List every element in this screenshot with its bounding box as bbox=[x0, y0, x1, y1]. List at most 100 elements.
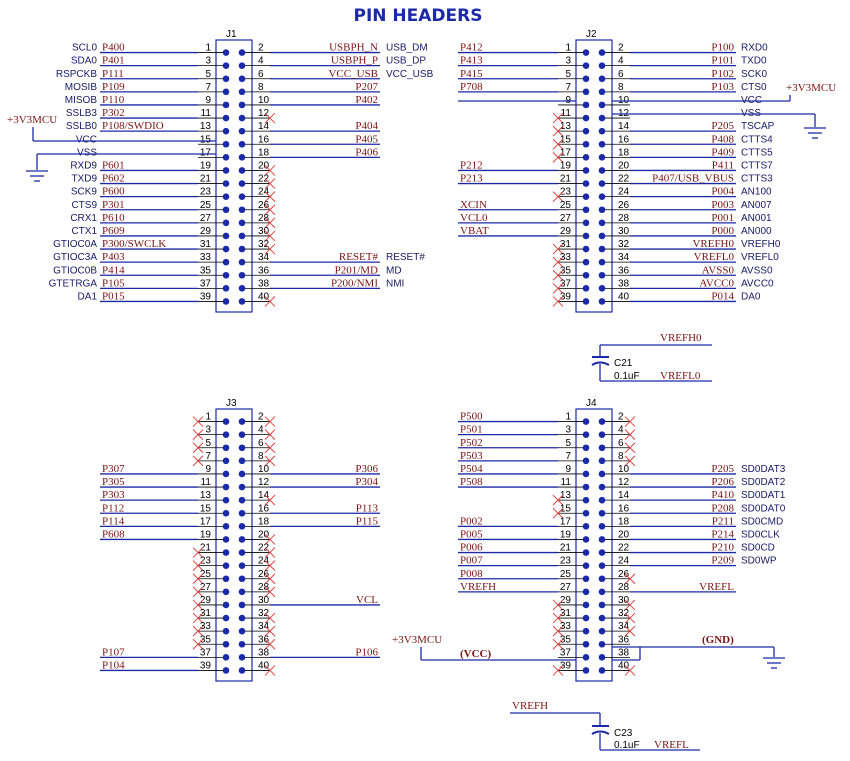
pin-pad bbox=[222, 667, 230, 674]
net-label: VCL bbox=[356, 594, 378, 606]
net-label: P708 bbox=[460, 81, 483, 93]
no-connect-mark bbox=[552, 665, 564, 676]
net-label: P508 bbox=[460, 476, 483, 488]
pin-pad bbox=[582, 536, 590, 543]
pin-number: 3 bbox=[205, 425, 211, 436]
pin-pad bbox=[222, 127, 230, 135]
pin-number: 32 bbox=[618, 239, 630, 250]
no-connect-mark bbox=[264, 612, 276, 624]
pin-number: 22 bbox=[258, 174, 270, 185]
pin-number: 18 bbox=[618, 516, 630, 527]
pin-pad bbox=[598, 271, 606, 279]
header-body bbox=[575, 39, 613, 313]
c23-top-net: VREFH bbox=[512, 700, 548, 712]
pin-number: 37 bbox=[200, 647, 212, 658]
no-connect-mark bbox=[552, 625, 564, 637]
pin-number: 13 bbox=[200, 490, 212, 501]
pin-pad bbox=[222, 601, 230, 609]
net-label: P415 bbox=[460, 68, 483, 80]
net-label: P201/MD bbox=[335, 264, 378, 276]
pin-pad bbox=[222, 418, 230, 425]
pin-pad bbox=[238, 627, 246, 635]
pin-number: 27 bbox=[560, 213, 572, 224]
pin-pad bbox=[598, 483, 606, 491]
pin-number: 19 bbox=[560, 160, 572, 171]
pin-number: 34 bbox=[258, 621, 270, 632]
pin-pad bbox=[222, 627, 230, 635]
pin-pad bbox=[582, 457, 590, 465]
pin-pad bbox=[582, 245, 590, 253]
net-label: P211 bbox=[712, 515, 734, 527]
signal-label: USB_DP bbox=[386, 56, 426, 67]
no-connect-mark bbox=[264, 217, 276, 229]
net-label: P106 bbox=[355, 646, 378, 658]
net-label: P414 bbox=[102, 264, 125, 276]
pin-pad bbox=[238, 271, 246, 279]
pin-pad bbox=[238, 431, 246, 438]
pin-number: 1 bbox=[565, 43, 571, 54]
net-label: VREFH0 bbox=[692, 238, 734, 250]
pin-pad bbox=[598, 258, 606, 266]
pin-pad bbox=[222, 640, 230, 648]
pin-pad bbox=[598, 285, 606, 292]
pin-pad bbox=[582, 418, 590, 425]
pin-number: 40 bbox=[258, 660, 270, 671]
pin-number: 35 bbox=[560, 265, 572, 276]
no-connect-mark bbox=[192, 573, 204, 585]
no-connect-mark bbox=[624, 442, 636, 454]
pin-number: 32 bbox=[258, 239, 270, 250]
net-label: P000 bbox=[711, 225, 734, 237]
pin-pad bbox=[238, 509, 246, 517]
pin-pad bbox=[238, 180, 246, 187]
pin-pad bbox=[598, 418, 606, 425]
pin-number: 3 bbox=[205, 56, 211, 67]
pin-number: 4 bbox=[618, 56, 624, 67]
no-connect-mark bbox=[624, 455, 636, 467]
pin-number: 39 bbox=[560, 291, 572, 302]
net-label: P501 bbox=[460, 424, 483, 436]
pin-number: 29 bbox=[560, 226, 572, 237]
net-label: USBPH_P bbox=[331, 55, 378, 67]
pin-number: 5 bbox=[205, 69, 211, 80]
net-label: P503 bbox=[460, 450, 483, 462]
no-connect-mark bbox=[192, 560, 204, 572]
pin-number: 35 bbox=[200, 265, 212, 276]
net-label: P101 bbox=[711, 55, 734, 67]
pin-pad bbox=[582, 562, 590, 569]
pin-pad bbox=[582, 232, 590, 240]
signal-label: SD0WP bbox=[741, 556, 777, 567]
pin-number: 37 bbox=[560, 647, 572, 658]
j2-power-label: +3V3MCU bbox=[786, 82, 836, 94]
pin-number: 36 bbox=[618, 634, 630, 645]
pin-number: 8 bbox=[618, 451, 624, 462]
pin-number: 26 bbox=[258, 569, 270, 580]
pin-pad bbox=[222, 114, 230, 122]
pin-pad bbox=[598, 627, 606, 635]
pin-number: 5 bbox=[565, 69, 571, 80]
pin-pad bbox=[598, 523, 606, 530]
header-ref: J4 bbox=[586, 398, 597, 409]
pin-pad bbox=[222, 219, 230, 227]
pin-number: 21 bbox=[200, 174, 212, 185]
signal-label: SD0CLK bbox=[741, 529, 780, 540]
signal-label: RXD9 bbox=[70, 160, 97, 171]
net-label: P108/SWDIO bbox=[102, 120, 164, 132]
no-connect-mark bbox=[264, 296, 276, 307]
pin-number: 29 bbox=[560, 595, 572, 606]
header-ref: J1 bbox=[226, 29, 237, 40]
